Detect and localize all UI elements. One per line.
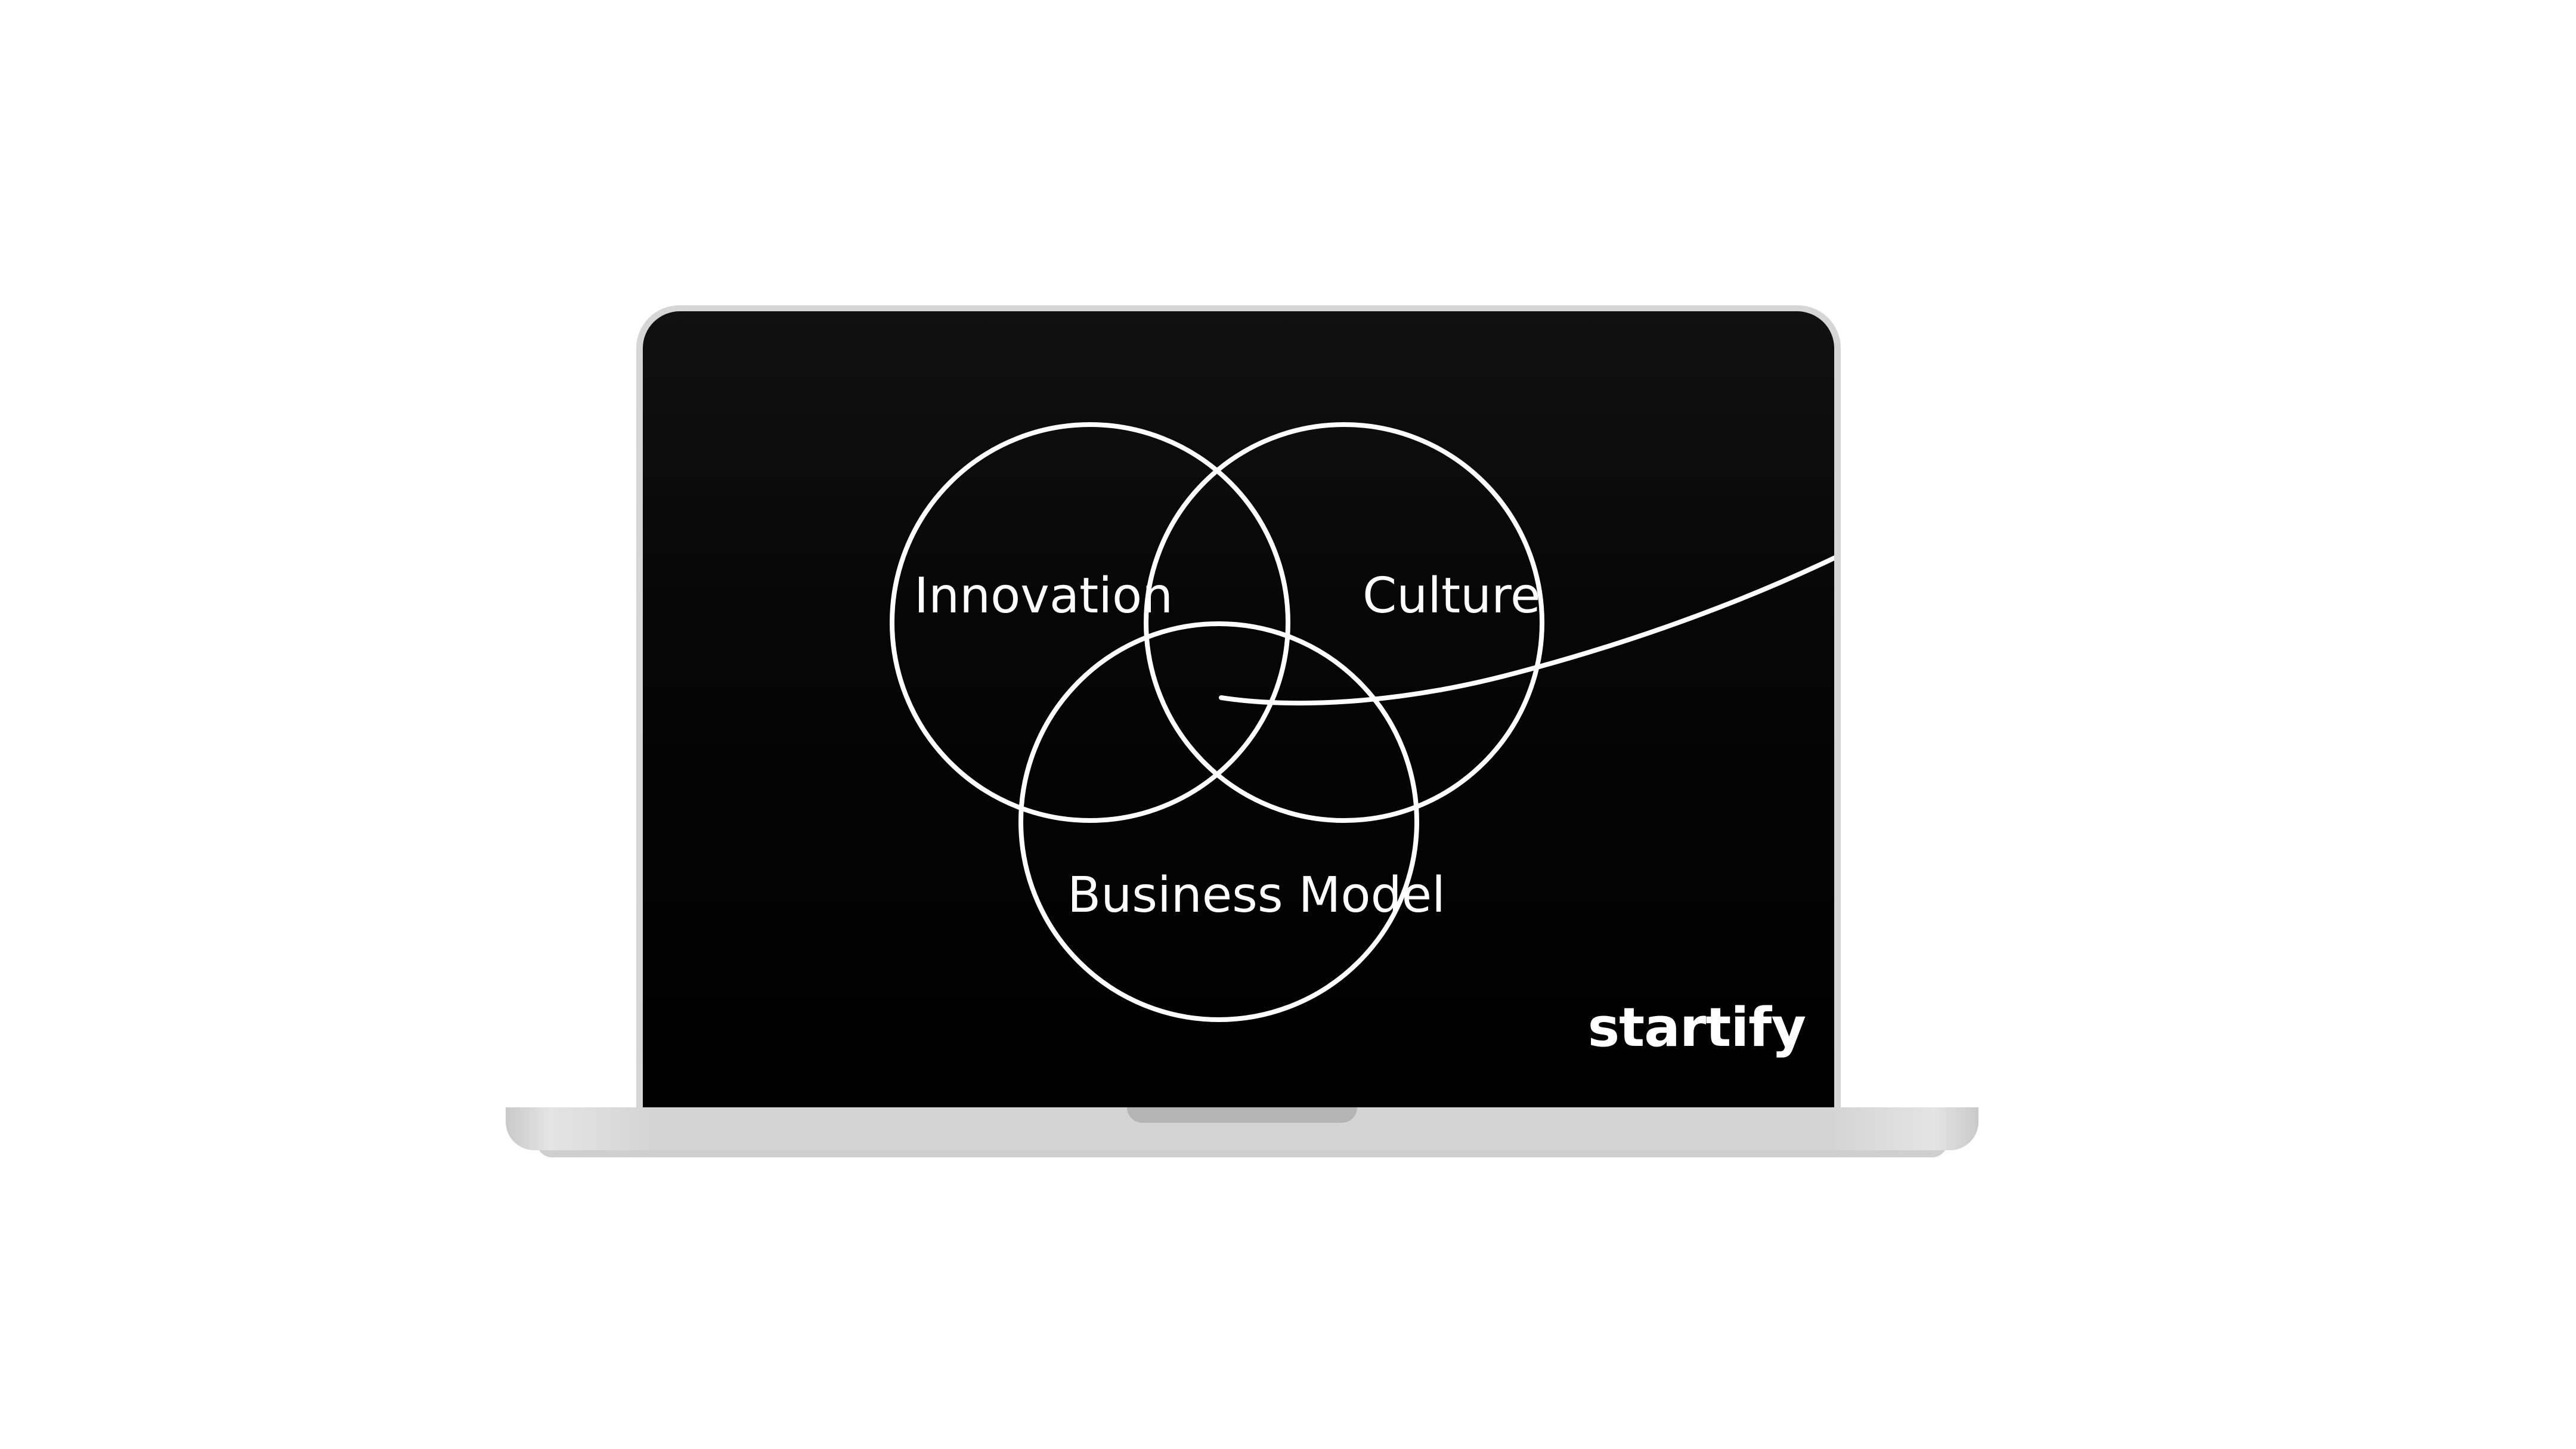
laptop-screen: Innovation Culture Business Model starti… xyxy=(643,311,1834,1107)
laptop-notch xyxy=(1127,1107,1357,1123)
circle-innovation xyxy=(890,422,1290,823)
swoosh-line xyxy=(1219,555,1834,706)
venn-diagram: Innovation Culture Business Model xyxy=(890,422,1834,1022)
label-business-model: Business Model xyxy=(1067,867,1445,924)
label-culture: Culture xyxy=(1363,568,1541,624)
circle-business-model xyxy=(1018,621,1419,1022)
startify-logo: startify xyxy=(1587,996,1806,1059)
circle-culture xyxy=(1144,422,1544,823)
label-innovation: Innovation xyxy=(914,568,1173,624)
